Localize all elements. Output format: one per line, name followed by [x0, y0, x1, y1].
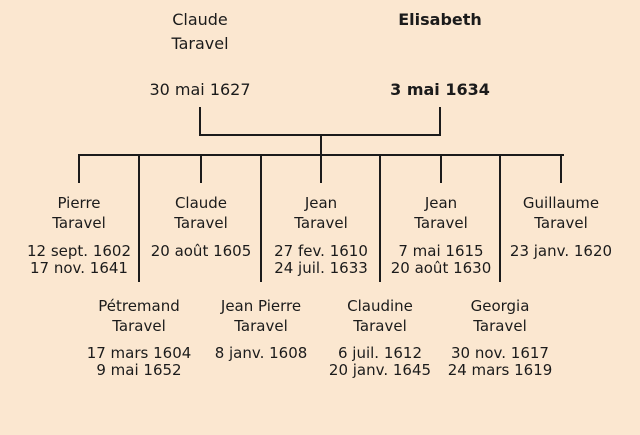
person-name-line: Taravel — [353, 317, 407, 335]
person-name-line: Guillaume — [522, 194, 600, 212]
person-name-line: Georgia — [470, 297, 530, 315]
person-name-line: Taravel — [534, 214, 588, 232]
connector-stem-guillaume — [560, 156, 562, 183]
person-date: 9 mai 1652 — [96, 361, 182, 379]
person-name-line: Taravel — [171, 34, 229, 53]
connector-stem-pierre — [78, 156, 80, 183]
connector-stem-claudine — [379, 156, 381, 282]
connector-stem-jean-2 — [440, 156, 442, 183]
person-date: 24 juil. 1633 — [274, 259, 368, 277]
person-date: 3 mai 1634 — [390, 80, 490, 99]
connector-stem-georgia — [499, 156, 501, 282]
person-name-line: Jean — [424, 194, 458, 212]
person-name-line: Claude — [172, 10, 228, 29]
person-claude-taravel[interactable]: Claude Taravel 20 août 1605 — [151, 193, 252, 260]
connector-children-hline — [78, 154, 564, 156]
connector-parent-left-stem — [199, 107, 201, 136]
person-date: 20 août 1630 — [390, 259, 492, 277]
person-name-line: Jean — [304, 194, 338, 212]
person-name-line: Taravel — [52, 214, 106, 232]
person-date: 20 janv. 1645 — [328, 361, 432, 379]
person-name-line: Taravel — [234, 317, 288, 335]
person-date: 17 nov. 1641 — [30, 259, 128, 277]
person-name-line: Claude — [174, 194, 228, 212]
person-name-line: Taravel — [294, 214, 348, 232]
person-date: 17 mars 1604 — [86, 344, 192, 362]
person-name-line: Taravel — [414, 214, 468, 232]
person-georgia-taravel[interactable]: Georgia Taravel 30 nov. 1617 24 mars 161… — [448, 296, 553, 379]
person-date: 6 juil. 1612 — [337, 344, 423, 362]
person-guillaume-taravel[interactable]: Guillaume Taravel 23 janv. 1620 — [510, 193, 612, 260]
connector-stem-claude — [200, 156, 202, 183]
connector-stem-petremand — [138, 156, 140, 282]
person-date: 20 août 1605 — [150, 242, 252, 260]
person-pierre-taravel[interactable]: Pierre Taravel 12 sept. 1602 17 nov. 164… — [27, 193, 131, 277]
person-name-line: Elisabeth — [398, 10, 482, 29]
connector-union-center-stem — [320, 136, 322, 156]
person-jean-taravel-1[interactable]: Jean Taravel 27 fev. 1610 24 juil. 1633 — [274, 193, 368, 277]
person-claudine-taravel[interactable]: Claudine Taravel 6 juil. 1612 20 janv. 1… — [329, 296, 431, 379]
person-name-line: Claudine — [347, 297, 413, 315]
person-date: 7 mai 1615 — [398, 242, 484, 260]
connector-parent-right-stem — [439, 107, 441, 136]
person-date: 30 mai 1627 — [149, 80, 251, 99]
person-name-line: Jean Pierre — [220, 297, 302, 315]
connector-union-hline — [199, 134, 441, 136]
person-name-line: Taravel — [112, 317, 166, 335]
person-date: 24 mars 1619 — [447, 361, 553, 379]
person-elisabeth-mother[interactable]: Elisabeth 3 mai 1634 — [390, 8, 490, 99]
person-name-line: Taravel — [473, 317, 527, 335]
person-date: 12 sept. 1602 — [26, 242, 131, 260]
person-name-line: Pétremand — [98, 297, 180, 315]
person-jean-taravel-2[interactable]: Jean Taravel 7 mai 1615 20 août 1630 — [391, 193, 492, 277]
person-petremand-taravel[interactable]: Pétremand Taravel 17 mars 1604 9 mai 165… — [87, 296, 192, 379]
person-name-line: Pierre — [57, 194, 101, 212]
person-claude-taravel-father[interactable]: Claude Taravel 30 mai 1627 — [149, 8, 250, 99]
connector-stem-jean-1 — [320, 156, 322, 183]
connector-stem-jean-pierre — [260, 156, 262, 282]
person-date: 27 fev. 1610 — [274, 242, 368, 260]
person-date: 8 janv. 1608 — [214, 344, 308, 362]
person-date: 23 janv. 1620 — [509, 242, 613, 260]
person-jean-pierre-taravel[interactable]: Jean Pierre Taravel 8 janv. 1608 — [215, 296, 308, 362]
person-date: 30 nov. 1617 — [451, 344, 549, 362]
person-name-line: Taravel — [174, 214, 228, 232]
